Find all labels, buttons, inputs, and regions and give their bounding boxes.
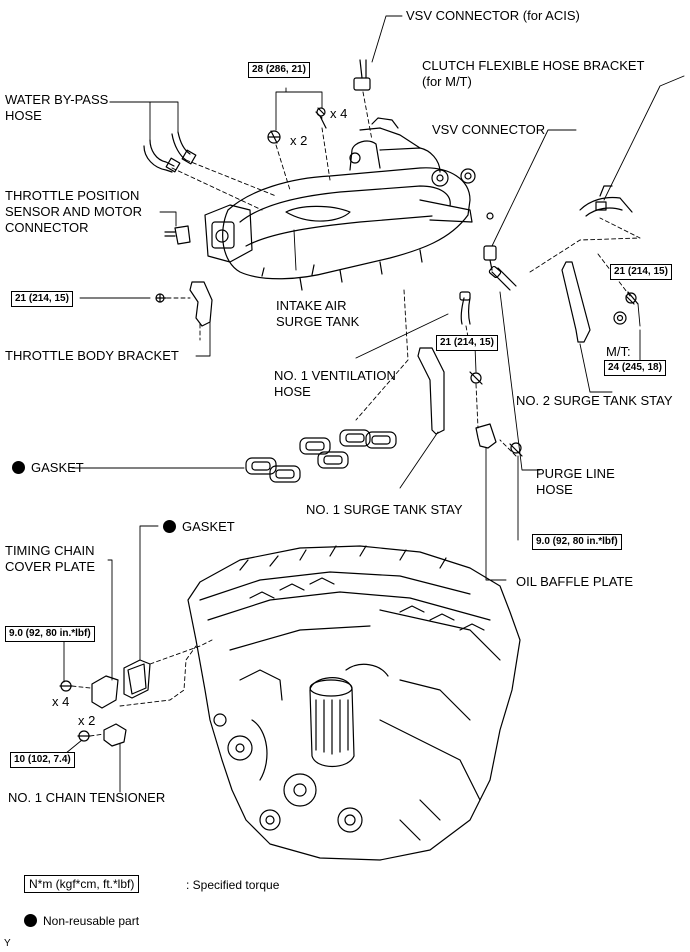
qty-x4-bottom: x 4 [52, 694, 70, 709]
torque-9-right: 9.0 (92, 80 in.*lbf) [532, 534, 622, 550]
clutch-bracket-label: CLUTCH FLEXIBLE HOSE BRACKET (for M/T) [422, 58, 645, 89]
no1-surge-tank-stay [417, 347, 445, 435]
ventilation-hose [459, 291, 471, 325]
gasket-upper-label: GASKET [12, 460, 84, 476]
throttle-body [164, 204, 253, 263]
surge1-label: NO. 1 SURGE TANK STAY [306, 502, 463, 517]
intake-surge-label: INTAKE AIR SURGE TANK [276, 298, 360, 329]
vsv-connector-acis [353, 59, 371, 91]
mt-label: M/T: [606, 344, 631, 359]
torque-24: 24 (245, 18) [604, 360, 666, 376]
legend-torque-unit: N*m (kgf*cm, ft.*lbf) [24, 875, 140, 893]
vsv-connector-label: VSV CONNECTOR [432, 122, 546, 137]
leader-lines [59, 15, 685, 793]
ventilation-hose-label: NO. 1 VENTILATION HOSE [274, 368, 396, 399]
legend-torque-desc: : Specified torque [186, 878, 280, 892]
qty-x4-top: x 4 [330, 106, 348, 121]
nonreusable-dot-icon [12, 461, 25, 474]
clutch-hose-bracket [579, 185, 633, 217]
chain-tensioner [103, 723, 127, 747]
torque-21-right: 21 (214, 15) [610, 264, 672, 280]
throttle-bracket-label: THROTTLE BODY BRACKET [5, 348, 179, 363]
bolts [59, 107, 639, 742]
torque-28: 28 (286, 21) [248, 62, 310, 78]
purge-hose-label: PURGE LINE HOSE [536, 466, 615, 497]
torque-9-left: 9.0 (92, 80 in.*lbf) [5, 626, 95, 642]
torque-21-mid: 21 (214, 15) [436, 335, 498, 351]
intake-gaskets [245, 429, 397, 483]
vsv-acis-label: VSV CONNECTOR (for ACIS) [406, 8, 580, 23]
cover-plate-gasket [123, 659, 151, 699]
oil-baffle-label: OIL BAFFLE PLATE [516, 574, 634, 589]
purge-line-hose [488, 265, 517, 291]
timing-chain-cover-plate [91, 675, 119, 709]
engine-block [187, 545, 521, 861]
nonreusable-dot-icon [24, 914, 37, 927]
throttle-body-bracket [189, 281, 213, 327]
torque-21-left: 21 (214, 15) [11, 291, 73, 307]
water-bypass-label: WATER BY-PASS HOSE [5, 92, 109, 123]
timing-cover-label: TIMING CHAIN COVER PLATE [5, 543, 96, 574]
intake-air-surge-tank [222, 117, 476, 291]
no2-surge-tank-stay [561, 261, 591, 343]
gasket-lower-label: GASKET [163, 519, 235, 535]
oil-baffle-plate [475, 423, 497, 449]
qty-x2-top: x 2 [290, 133, 308, 148]
qty-x2-bottom: x 2 [78, 713, 96, 728]
torque-10: 10 (102, 7.4) [10, 752, 75, 768]
water-bypass-hoses [143, 131, 197, 173]
assembly-guide-lines [71, 91, 641, 737]
surge2-label: NO. 2 SURGE TANK STAY [516, 393, 673, 408]
nonreusable-dot-icon [163, 520, 176, 533]
corner-mark: Y [4, 938, 11, 949]
tensioner-label: NO. 1 CHAIN TENSIONER [8, 790, 166, 805]
tps-label: THROTTLE POSITION SENSOR AND MOTOR CONNE… [5, 188, 143, 235]
legend-nonreusable: Non-reusable part [24, 913, 139, 929]
